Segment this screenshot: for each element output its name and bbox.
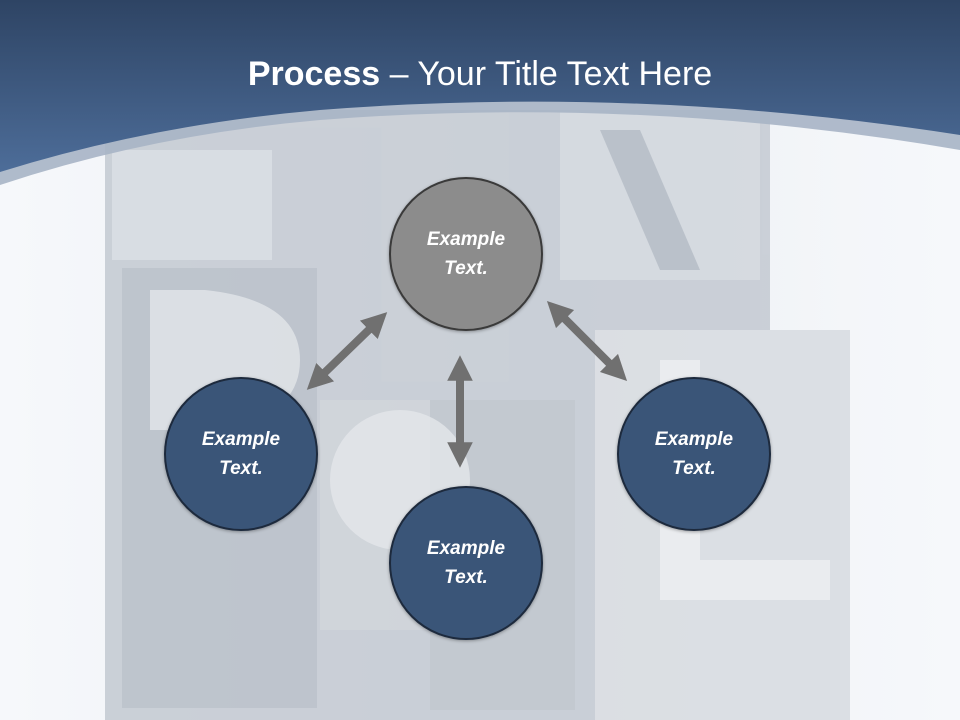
circle-label: Example Text. — [426, 229, 506, 279]
connector-arrows — [306, 300, 628, 468]
process-circle-right[interactable]: Example Text. — [617, 377, 771, 531]
arrow-center-right — [546, 300, 628, 382]
process-circle-center[interactable]: Example Text. — [389, 177, 543, 331]
slide-title: Process – Your Title Text Here — [0, 52, 960, 96]
arrow-center-left — [306, 312, 388, 390]
title-rest: – Your Title Text Here — [380, 55, 713, 93]
circle-label: Example Text. — [426, 538, 506, 588]
title-bold: Process — [247, 55, 381, 93]
process-circle-left[interactable]: Example Text. — [164, 377, 318, 531]
circle-label: Example Text. — [201, 429, 281, 479]
process-circle-bottom[interactable]: Example Text. — [389, 486, 543, 640]
circle-label: Example Text. — [654, 429, 734, 479]
